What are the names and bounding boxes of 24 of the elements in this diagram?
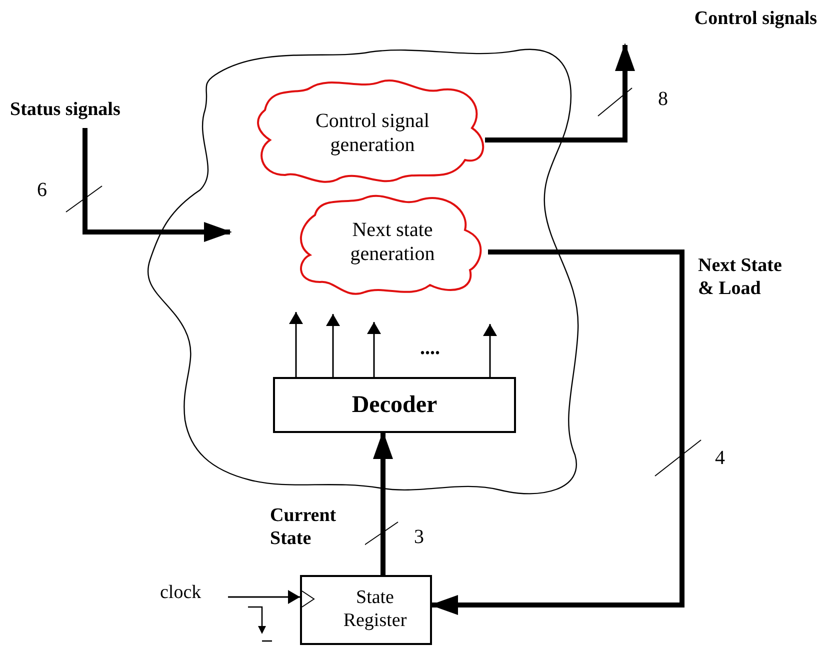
arrow (367, 322, 381, 377)
box-label: State Register (342, 587, 408, 633)
arrow (228, 590, 300, 604)
signal-label: clock (160, 582, 202, 604)
bus-arrow (430, 250, 684, 615)
signal-label: Control signals (693, 8, 817, 30)
bus-width-label: 6 (37, 180, 47, 200)
bus-width-label: 3 (414, 527, 424, 547)
process-box (273, 377, 516, 433)
bus-width-label: 4 (715, 448, 725, 468)
arrow (289, 312, 303, 377)
bus-arrow (373, 431, 393, 575)
arrow (326, 314, 340, 377)
signal-label: Status signals (10, 98, 122, 122)
bus-arrow (82, 128, 232, 242)
arrow (483, 324, 497, 377)
register-box (300, 575, 432, 645)
bus-arrow (485, 43, 635, 142)
cloud-label: Next state generation (349, 218, 436, 266)
box-label: Decoder (352, 390, 438, 420)
edge-label: Current State (270, 505, 365, 551)
cloud-label: Control signal generation (314, 108, 430, 156)
bus-width-label: 8 (658, 89, 668, 109)
ellipsis-label: .... (420, 338, 440, 358)
